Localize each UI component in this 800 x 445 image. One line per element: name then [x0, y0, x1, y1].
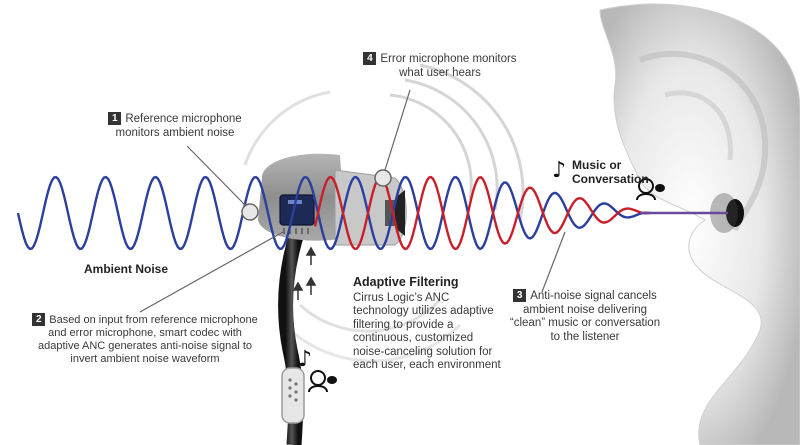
adaptive-line4: continuous, customized	[353, 332, 474, 344]
reference-microphone-icon	[241, 203, 259, 221]
music-label-line2: Conversation	[572, 172, 649, 186]
adaptive-filtering-block: Adaptive Filtering Cirrus Logic’s ANC te…	[353, 275, 523, 373]
ambient-noise-wave	[16, 175, 651, 251]
adaptive-line2: technology utilizes adaptive	[353, 305, 494, 317]
svg-text:♪: ♪	[552, 158, 566, 183]
step-number-3: 3	[513, 289, 527, 302]
step-number-1: 1	[108, 112, 122, 125]
ear-icon	[599, 3, 800, 445]
person-speaking-icon-cable	[308, 370, 337, 393]
error-microphone-icon	[374, 169, 392, 187]
callout-4-line1: Error microphone monitors	[380, 53, 517, 65]
adaptive-line1: Cirrus Logic’s ANC	[353, 291, 450, 304]
music-note-icon-cable: ♪	[298, 347, 312, 372]
signal-arrows	[292, 246, 317, 300]
anti-noise-wave	[313, 175, 650, 251]
person-speaking-icon	[636, 178, 665, 201]
adaptive-line6: each user, each environment	[353, 359, 501, 371]
callout-4-line2: what user hears	[399, 66, 481, 79]
callout-2-line3: adaptive ANC generates anti-noise signal…	[37, 340, 253, 352]
step-number-4: 4	[363, 52, 377, 65]
inline-remote	[281, 367, 305, 424]
callout-1-line2: monitors ambient noise	[115, 126, 235, 139]
callout-leaders	[139, 89, 566, 313]
callout-3-line3: “clean” music or conversation	[509, 317, 661, 329]
callout-2-line1: Based on input from reference microphone	[49, 314, 258, 326]
callout-2-line2: and error microphone, smart codec with	[48, 327, 242, 339]
callout-1-line1: Reference microphone	[125, 113, 242, 125]
adaptive-filtering-title: Adaptive Filtering	[353, 275, 459, 289]
ambient-noise-label: Ambient Noise	[84, 262, 169, 276]
adaptive-line5: noise-canceling solution for	[353, 345, 493, 358]
callout-2-line4: invert ambient noise waveform	[70, 353, 220, 365]
callout-3-line2: ambient noise delivering	[522, 303, 648, 316]
adaptive-line3: filtering to provide a	[353, 318, 454, 331]
music-or-conversation-label: Music or Conversation	[572, 158, 649, 186]
earbud-cable	[278, 227, 306, 445]
music-note-icon: ♪	[552, 158, 566, 183]
step-number-2: 2	[32, 313, 46, 326]
svg-text:♪: ♪	[298, 347, 312, 372]
sound-rings	[243, 63, 525, 363]
callout-3-line1: Anti-noise signal cancels	[530, 290, 657, 302]
callout-3-line4: to the listener	[550, 330, 620, 343]
music-label-line1: Music or	[572, 158, 622, 172]
